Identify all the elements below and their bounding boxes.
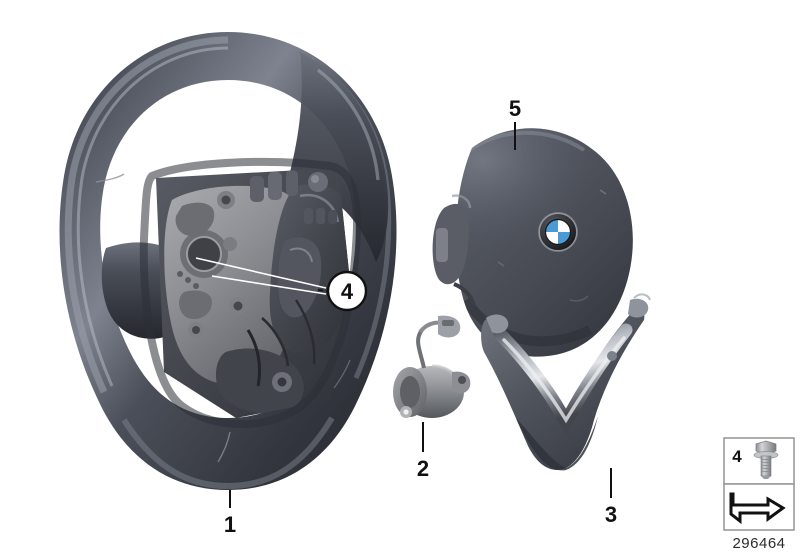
slip-ring-lug-hole <box>458 376 466 384</box>
trim-cover-lower-shade <box>516 416 598 471</box>
callout-4-leader-upper <box>195 257 327 289</box>
callout-1[interactable]: 1 <box>224 490 236 537</box>
callout-3[interactable]: 3 <box>605 468 617 527</box>
part-slip-ring-module <box>393 315 471 418</box>
airbag-bracket-highlight <box>451 194 472 209</box>
airbag-top-highlight <box>468 130 586 152</box>
airbag-seam-mark-1 <box>599 189 607 195</box>
rim-highlight-bottom <box>121 416 335 490</box>
callout-5[interactable]: 5 <box>509 96 521 150</box>
emblem-quadrant-white-1 <box>558 219 571 232</box>
airbag-mount-clip <box>436 228 448 262</box>
hub-bolt-hole-2 <box>233 301 243 311</box>
lower-bracket-hole <box>277 377 287 387</box>
bmw-roundel-emblem <box>538 212 578 252</box>
rim-seam-left <box>95 173 125 183</box>
callout-layer: 1 2 3 4 5 <box>195 96 617 537</box>
hub-pin-hole-c <box>193 283 199 289</box>
airbag-lower-tab <box>453 282 476 307</box>
thumb-rest-highlight <box>316 68 380 181</box>
airbag-bottom-shade <box>461 297 593 347</box>
callout-4[interactable]: 4 <box>195 257 368 312</box>
arrow-outline <box>729 492 786 525</box>
part-airbag-module <box>432 128 633 357</box>
callout-4-label: 4 <box>341 279 354 304</box>
callout-4-leader-dash <box>317 289 329 292</box>
switch-knob <box>308 172 328 192</box>
emblem-quadrant-blue-1 <box>545 219 558 232</box>
switch-block-3 <box>286 170 298 196</box>
switch-block-1 <box>250 176 264 202</box>
rim-seam-lower-right <box>333 359 351 389</box>
rim-highlight-left-thin <box>76 46 229 387</box>
slip-ring-cable <box>416 328 426 369</box>
rim-seam-bottom <box>217 431 231 463</box>
rim-thumb-rest-right <box>286 52 389 262</box>
trim-locating-pin <box>607 351 617 361</box>
bolt-hex-head <box>755 440 777 455</box>
trim-tab-right-clip <box>633 293 651 301</box>
bolt-threads <box>760 458 772 473</box>
callout-5-label: 5 <box>509 96 521 121</box>
callout-2-label: 2 <box>417 456 429 481</box>
hub-plate-cutout-2 <box>179 290 212 320</box>
part-steering-wheel <box>59 32 397 490</box>
housing-panel-highlight <box>289 247 313 263</box>
callout-4-circle[interactable] <box>326 270 368 312</box>
wiring-harness-1 <box>246 329 262 387</box>
hub-outline-shadow <box>139 157 361 429</box>
slip-ring-hole <box>400 376 420 408</box>
hub-bolt-boss-4 <box>223 237 237 251</box>
trim-tab-right <box>628 298 649 318</box>
slip-ring-lower-lug-spec <box>403 409 409 415</box>
emblem-quadrant-white-2 <box>545 232 558 245</box>
rim-highlight-left <box>64 36 229 394</box>
airbag-embossed-text <box>569 295 589 302</box>
switch-tab-3 <box>328 210 337 224</box>
bolt-tip <box>761 476 771 479</box>
trim-tab-left <box>486 314 509 334</box>
hub-plate-cutout-1 <box>175 202 215 236</box>
wiring-harness-2 <box>261 317 290 367</box>
emblem-outer-border <box>539 213 577 251</box>
hub-boss-rim <box>186 236 222 272</box>
hub-bolt-hole-3 <box>192 326 200 334</box>
hex-flange-bolt-icon <box>753 440 779 479</box>
wheel-hub-assembly <box>156 168 352 418</box>
switch-tab-2 <box>316 208 325 224</box>
switch-tab-1 <box>304 208 313 224</box>
switch-block-2 <box>268 172 282 200</box>
part-trim-cover <box>481 293 651 471</box>
switch-knob-highlight <box>311 175 319 183</box>
trim-cover-specular <box>502 336 626 424</box>
hub-pin-hole-a <box>177 271 183 277</box>
callout-1-label: 1 <box>224 512 236 537</box>
inset-bolt-number: 4 <box>732 447 742 466</box>
emblem-quadrant-blue-2 <box>558 232 571 245</box>
callout-2[interactable]: 2 <box>417 422 429 481</box>
callout-4-leader-lower <box>211 275 327 295</box>
airbag-seam-mark-2 <box>497 261 505 267</box>
connector-keying-rib <box>442 320 454 326</box>
inset-legend: 4 296464 <box>723 437 795 552</box>
hub-pin-hole-b <box>185 277 191 283</box>
emblem-inner-border <box>544 218 572 246</box>
wiring-harness-3 <box>295 299 316 365</box>
drawing-number: 296464 <box>732 535 785 552</box>
callout-3-label: 3 <box>605 502 617 527</box>
block-arrow-left-icon <box>729 492 786 525</box>
hub-bolt-hole-1 <box>221 195 231 205</box>
airbag-mount-bracket <box>432 203 469 285</box>
